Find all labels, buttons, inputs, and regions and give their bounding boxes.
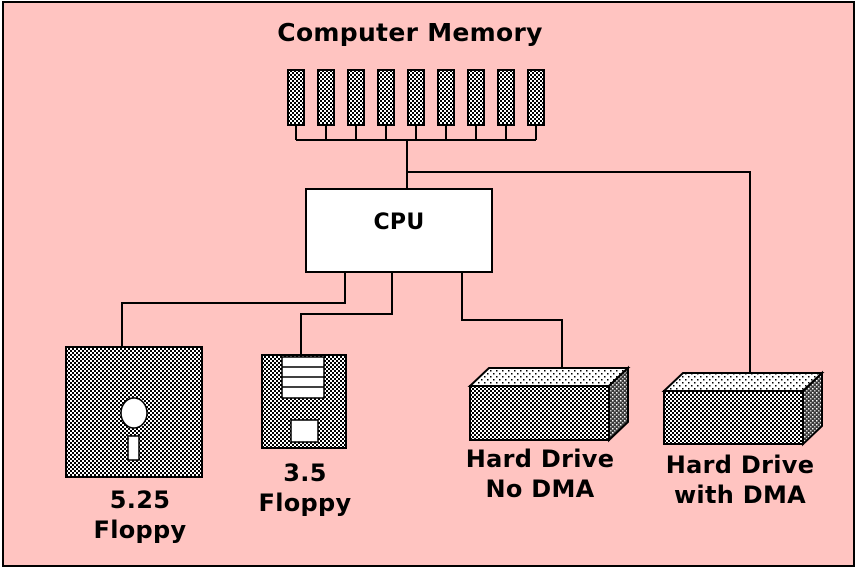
hard-drive-no-dma-label-line2: No DMA (485, 475, 595, 503)
hard-drive-no-dma-icon (467, 365, 631, 443)
floppy-525-label-line2: Floppy (93, 516, 187, 544)
memory-chip (347, 69, 365, 140)
floppy-525-icon (65, 346, 203, 478)
cpu-box (305, 188, 493, 273)
memory-chip (497, 69, 515, 140)
hard-drive-dma-icon (661, 370, 825, 447)
memory-chip (437, 69, 455, 140)
floppy-35-icon (261, 354, 347, 449)
connection-lines (121, 171, 751, 374)
line-to-35-floppy (300, 272, 393, 355)
hard-drive-no-dma-label-line1: Hard Drive (465, 445, 615, 473)
hard-drive-dma-label: Hard Drive with DMA (640, 450, 840, 510)
memory-chip (317, 69, 335, 140)
diagram-title: Computer Memory (277, 18, 543, 47)
line-to-hard-drive-no-dma (461, 272, 563, 368)
floppy-525-label: 5.25 Floppy (60, 485, 220, 545)
line-to-525-floppy (121, 272, 346, 348)
memory-chip (527, 69, 545, 140)
memory-bus (296, 139, 536, 189)
memory-chip (467, 69, 485, 140)
floppy-35-label-line2: Floppy (258, 489, 352, 517)
memory-chip (287, 69, 305, 140)
floppy-525-label-line1: 5.25 (109, 486, 171, 514)
hard-drive-dma-label-line1: Hard Drive (665, 451, 815, 479)
memory-chip (407, 69, 425, 140)
dma-bus-line (407, 171, 751, 374)
hard-drive-dma-label-line2: with DMA (673, 481, 807, 509)
floppy-35-label-line1: 3.5 (283, 459, 327, 487)
floppy-35-label: 3.5 Floppy (240, 458, 370, 518)
memory-chip-array (287, 69, 545, 140)
cpu-label: CPU (373, 210, 425, 235)
hard-drive-no-dma-label: Hard Drive No DMA (440, 444, 640, 504)
memory-chip (377, 69, 395, 140)
